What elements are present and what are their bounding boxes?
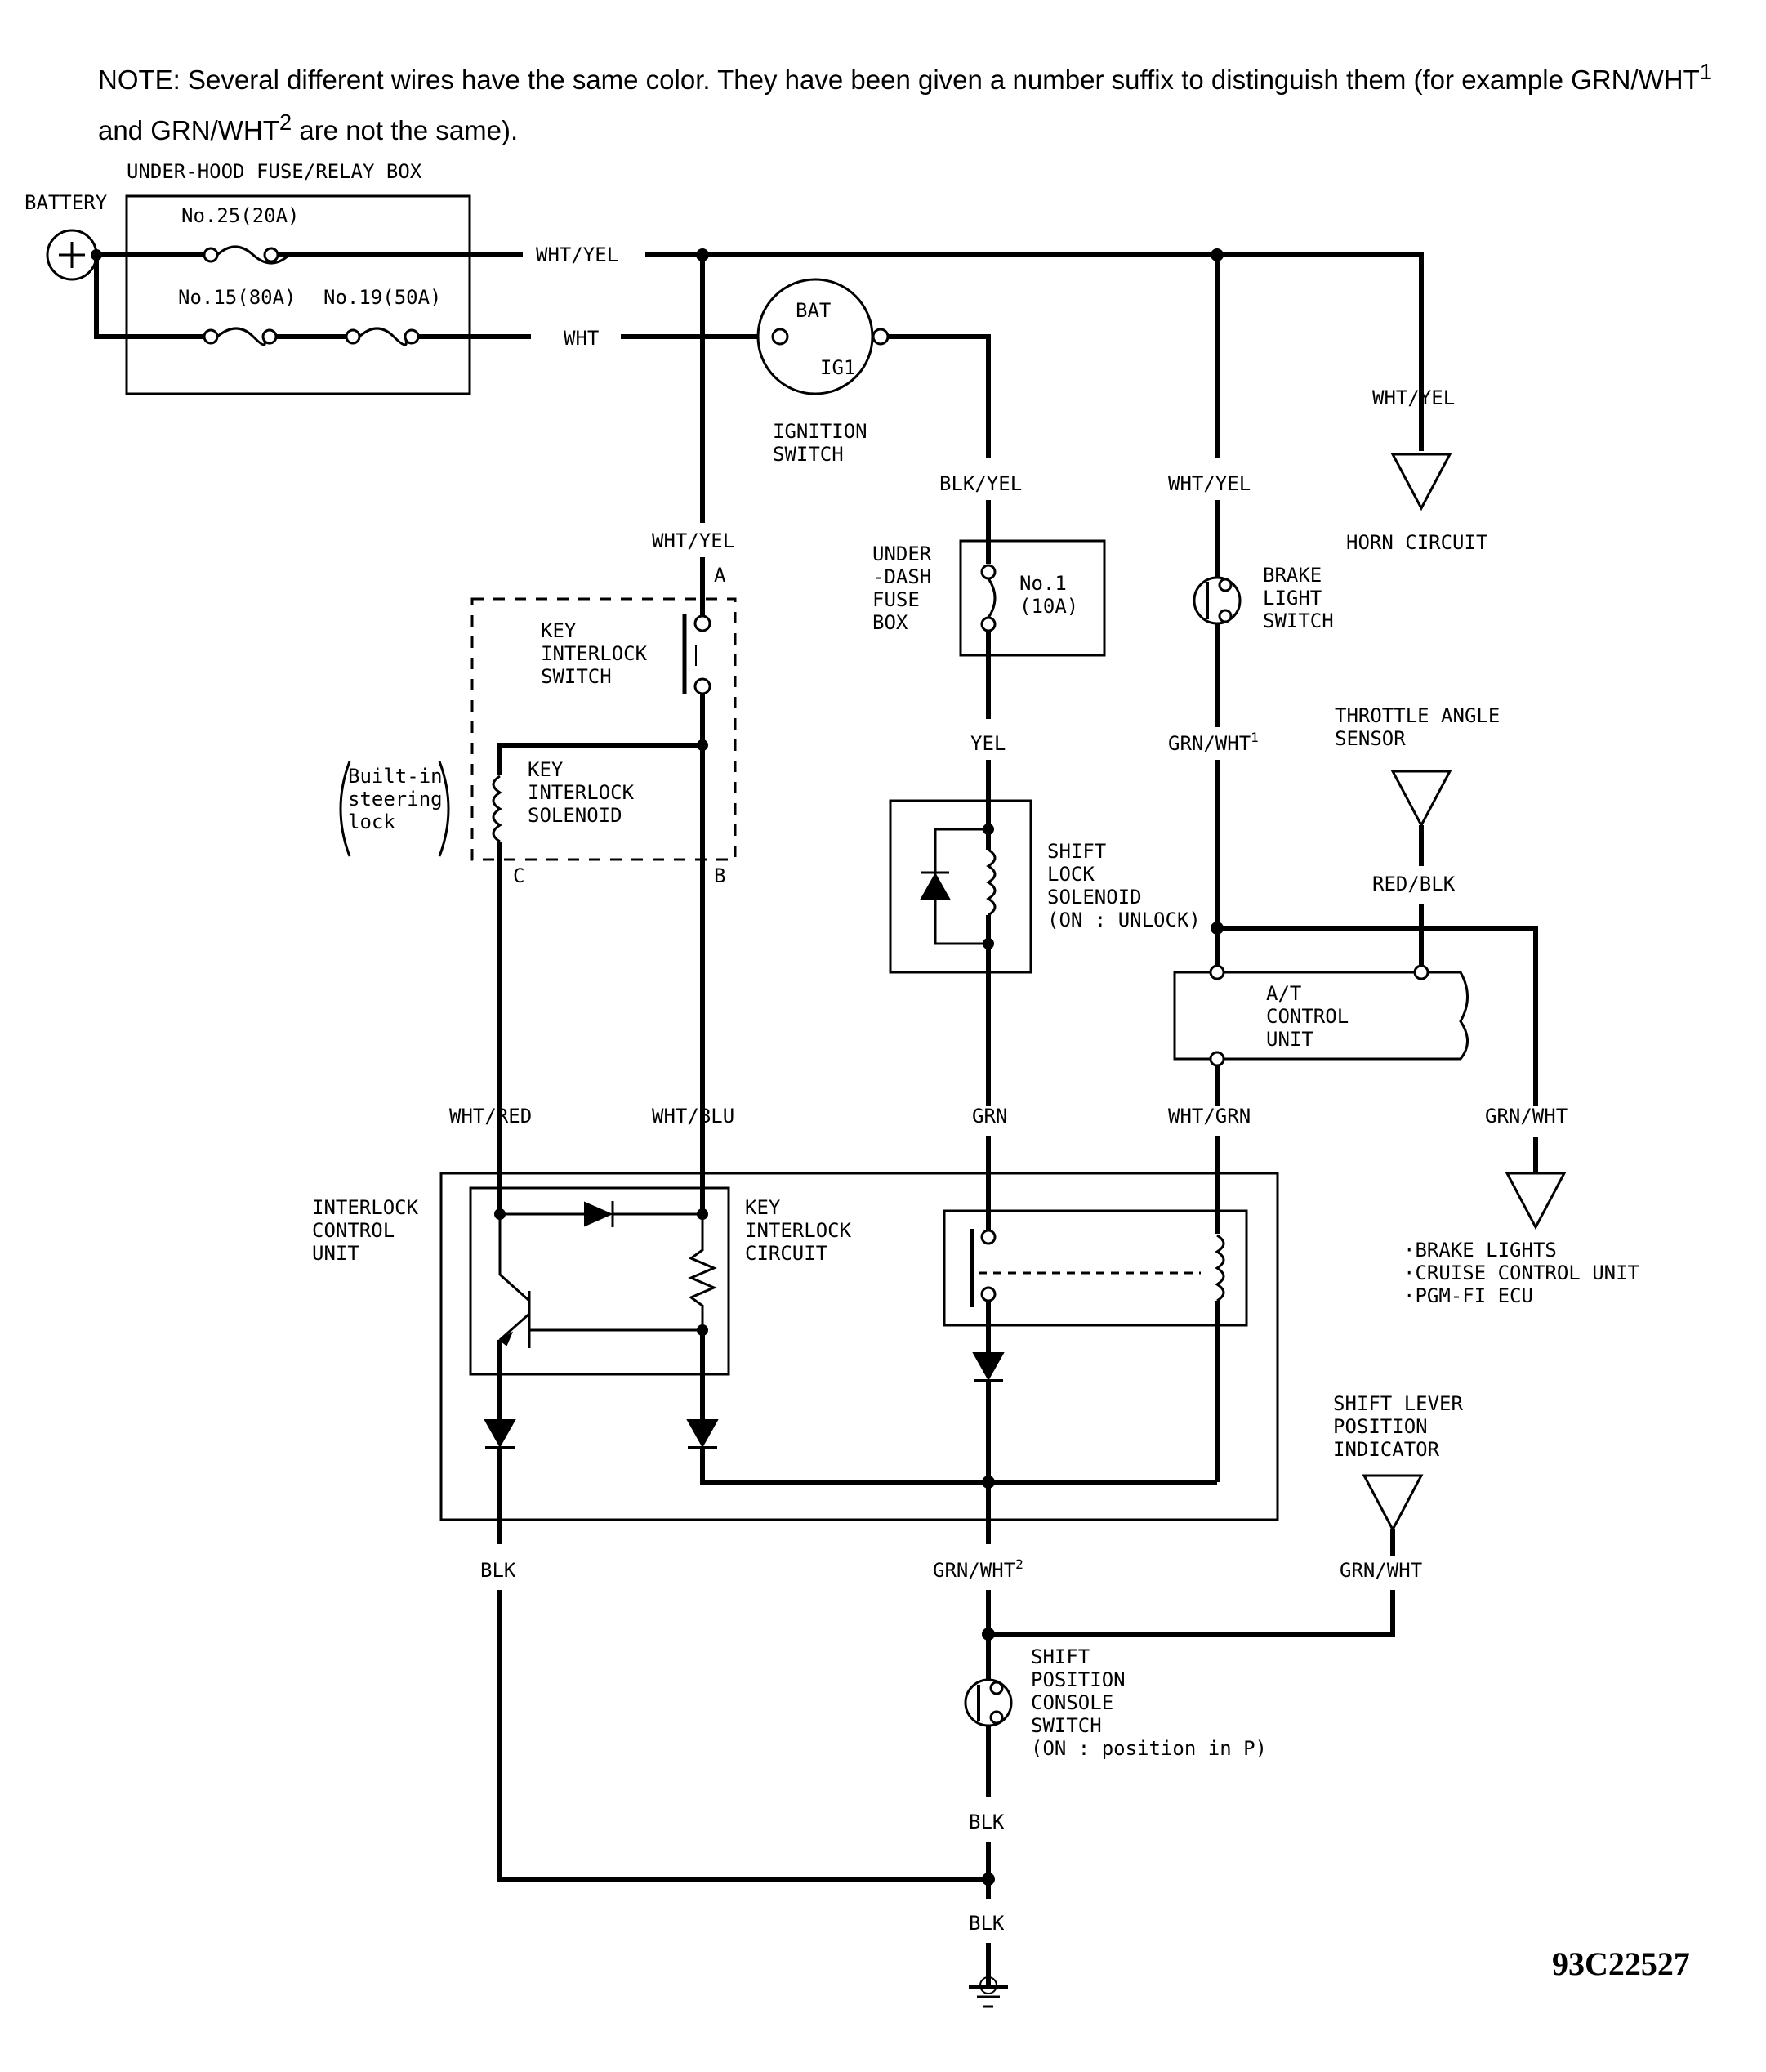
shift-lock-relay-box bbox=[943, 1209, 1248, 1327]
fuse-no19 bbox=[345, 327, 420, 346]
brake-destinations-triangle bbox=[1505, 1172, 1567, 1230]
label-wire-blk-mid: BLK bbox=[969, 1811, 1005, 1833]
label-wire-whtyel-brake: WHT/YEL bbox=[1168, 472, 1251, 495]
label-wire-whtblu: WHT/BLU bbox=[652, 1105, 734, 1128]
battery-symbol bbox=[46, 229, 98, 281]
label-wire-yel: YEL bbox=[970, 732, 1006, 755]
label-ig1: IG1 bbox=[820, 356, 855, 379]
shift-console-switch bbox=[964, 1678, 1013, 1727]
label-underhood-box: UNDER-HOOD FUSE/RELAY BOX bbox=[127, 160, 422, 183]
bracket-left bbox=[339, 761, 351, 857]
document-id: 93C22527 bbox=[1552, 1945, 1690, 1982]
label-pin-a: A bbox=[714, 564, 726, 587]
key-circuit-transistor bbox=[498, 1214, 702, 1348]
label-wire-grnwht-right: GRN/WHT bbox=[1485, 1105, 1568, 1128]
label-fuse1: No.1(10A) bbox=[1019, 572, 1078, 618]
key-interlock-circuit-box bbox=[469, 1186, 730, 1376]
label-bat: BAT bbox=[796, 299, 831, 322]
ground-symbol bbox=[969, 1976, 1008, 2008]
label-pin-b: B bbox=[714, 864, 725, 887]
label-wire-blk-ground: BLK bbox=[969, 1912, 1005, 1935]
ignition-switch bbox=[756, 278, 890, 395]
shift-lock-relay-contact bbox=[970, 1229, 997, 1307]
at-control-unit-box bbox=[1173, 971, 1469, 1061]
fuse-no1 bbox=[980, 564, 997, 632]
label-pin-c: C bbox=[513, 864, 524, 887]
label-wire-grnwht-indicator: GRN/WHT bbox=[1340, 1559, 1422, 1582]
label-horn-circuit: HORN CIRCUIT bbox=[1346, 531, 1487, 554]
label-fuse19: No.19(50A) bbox=[323, 286, 442, 309]
bracket-right bbox=[438, 761, 450, 857]
label-wire-blk-left: BLK bbox=[480, 1559, 516, 1582]
fuse-no25 bbox=[96, 245, 291, 265]
diode-blk-output bbox=[484, 1419, 516, 1449]
label-wire-whtyel-a: WHT/YEL bbox=[652, 529, 734, 552]
label-fuse15: No.15(80A) bbox=[178, 286, 297, 309]
key-circuit-resistor bbox=[688, 1214, 717, 1330]
label-wire-whtred: WHT/RED bbox=[449, 1105, 532, 1128]
key-interlock-solenoid-coil bbox=[492, 775, 502, 843]
label-wire-blkyel: BLK/YEL bbox=[939, 472, 1022, 495]
diode-shift-relay bbox=[972, 1352, 1005, 1382]
key-interlock-enclosure bbox=[470, 597, 737, 861]
label-wire-grn: GRN bbox=[972, 1105, 1007, 1128]
shift-lock-solenoid-box bbox=[889, 799, 1032, 974]
shift-lock-diode bbox=[920, 872, 951, 900]
label-wire-whtgrn: WHT/GRN bbox=[1168, 1105, 1251, 1128]
label-wire-whtyel-top: WHT/YEL bbox=[536, 243, 618, 266]
diode-key-output bbox=[686, 1419, 719, 1449]
shift-lock-coil bbox=[986, 848, 997, 917]
shift-indicator-triangle bbox=[1362, 1474, 1424, 1533]
underhood-fuse-box bbox=[125, 194, 471, 395]
label-wire-whtyel-horn: WHT/YEL bbox=[1372, 386, 1455, 409]
label-wire-wht: WHT bbox=[564, 327, 599, 350]
shift-lock-relay-coil bbox=[1215, 1234, 1225, 1302]
label-wire-redblk: RED/BLK bbox=[1372, 873, 1456, 895]
label-fuse25: No.25(20A) bbox=[181, 204, 300, 227]
horn-circuit-triangle bbox=[1390, 453, 1452, 511]
throttle-sensor-triangle bbox=[1390, 770, 1452, 828]
key-interlock-switch bbox=[682, 614, 711, 695]
fuse-no15 bbox=[203, 327, 278, 346]
note-text: NOTE: Several different wires have the s… bbox=[98, 59, 1713, 145]
brake-light-switch bbox=[1193, 576, 1242, 625]
label-brake-destinations: ·BRAKE LIGHTS·CRUISE CONTROL UNIT·PGM-FI… bbox=[1403, 1239, 1639, 1307]
label-wire-grnwht1: GRN/WHT1 bbox=[1168, 730, 1259, 755]
underdash-fuse-box bbox=[959, 539, 1106, 657]
label-wire-grnwht2: GRN/WHT2 bbox=[933, 1556, 1023, 1582]
key-circuit-diode bbox=[584, 1201, 613, 1227]
interlock-control-unit bbox=[439, 1172, 1279, 1521]
label-battery: BATTERY bbox=[25, 191, 108, 214]
